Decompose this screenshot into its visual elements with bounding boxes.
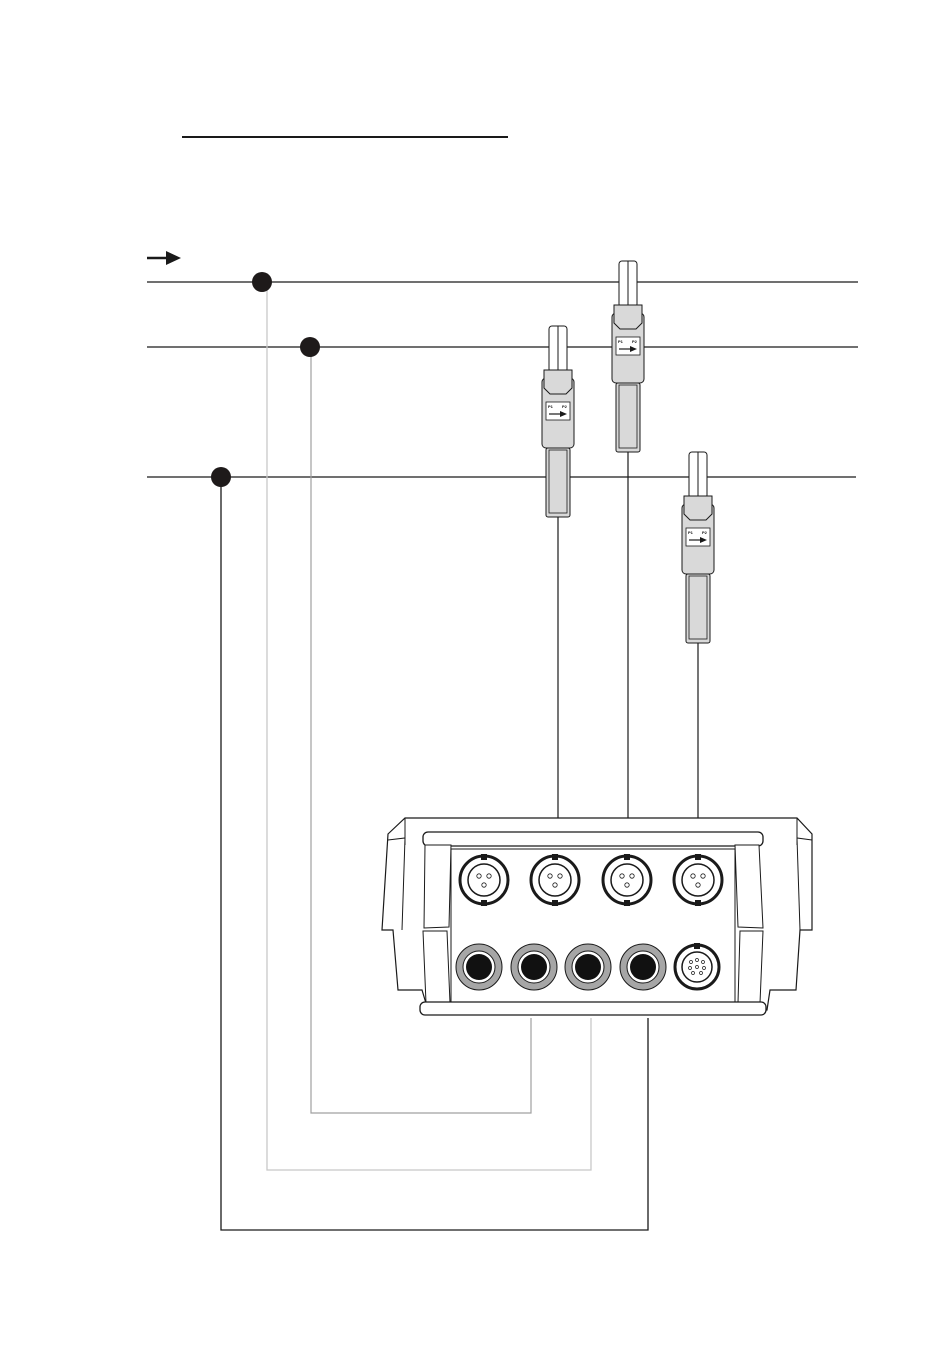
tap-dot-line-3 [211, 467, 231, 487]
current-input-socket[interactable] [603, 854, 651, 906]
clamp-p2-label: P2 [562, 404, 568, 409]
current-clamp: P1 P2 [542, 326, 574, 517]
current-clamp: P1 P2 [682, 452, 714, 643]
voltage-input-jack[interactable] [456, 944, 502, 990]
tap-dot-line-1 [252, 272, 272, 292]
current-clamp: P1 P2 [612, 261, 644, 452]
clamp-p1-label: P1 [618, 339, 624, 344]
voltage-input-jack[interactable] [511, 944, 557, 990]
aux-multipin-connector[interactable] [675, 943, 719, 989]
arrow-right-icon [147, 251, 181, 265]
clamp-p2-label: P2 [702, 530, 708, 535]
current-input-socket[interactable] [674, 854, 722, 906]
clamp-p2-label: P2 [632, 339, 638, 344]
voltage-input-jack[interactable] [620, 944, 666, 990]
voltage-input-jack[interactable] [565, 944, 611, 990]
instrument-connector-panel [382, 818, 812, 1015]
current-input-socket[interactable] [531, 854, 579, 906]
tap-dot-line-2 [300, 337, 320, 357]
current-input-socket[interactable] [460, 854, 508, 906]
clamp-p1-label: P1 [548, 404, 554, 409]
clamp-p1-label: P1 [688, 530, 694, 535]
